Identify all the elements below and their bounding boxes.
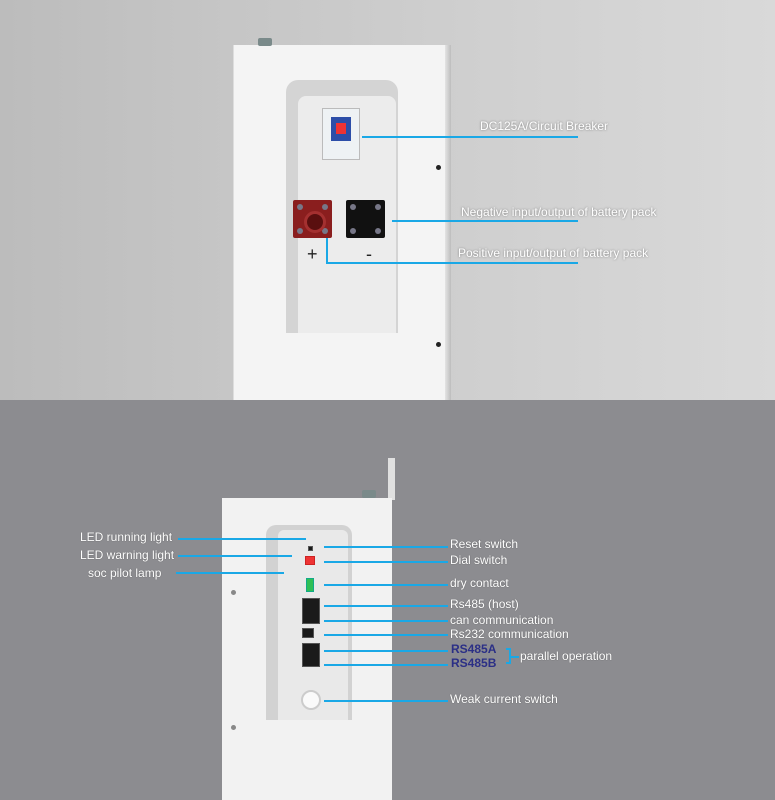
reset-callout-line <box>324 546 448 548</box>
can-callout-line <box>324 620 448 622</box>
top-bolt <box>362 490 376 498</box>
plus-sign: + <box>307 244 318 264</box>
positive-callout-line <box>326 262 578 264</box>
rs485b-callout-line <box>324 664 448 666</box>
minus-sign: - <box>366 244 372 264</box>
rs485-can-port <box>302 598 320 624</box>
dry-contact-connector <box>306 578 314 592</box>
dial-switch <box>305 556 315 565</box>
top-bolt <box>258 38 272 46</box>
dial-callout-line <box>324 561 448 563</box>
breaker-label: DC125A/Circuit Breaker <box>480 119 609 133</box>
battery-cabinet-side <box>445 45 451 400</box>
rs485a-callout-line <box>324 650 448 652</box>
rs485-host-callout-line <box>324 605 448 607</box>
rs485-host-label: Rs485 (host) <box>450 597 519 611</box>
led-warning-label: LED warning light <box>80 548 175 562</box>
weak-switch-callout-line <box>324 700 448 702</box>
positive-label: Positive input/output of battery pack <box>458 246 649 260</box>
can-label: can communication <box>450 613 554 627</box>
rs485ab-port <box>302 643 320 667</box>
screw <box>436 342 441 347</box>
positive-callout-line-v <box>326 238 328 264</box>
breaker-callout-line <box>362 136 578 138</box>
weak-switch-label: Weak current switch <box>450 692 558 706</box>
rs232-label: Rs232 communication <box>450 627 569 641</box>
parallel-bracket-tick <box>511 656 519 658</box>
mounting-bracket <box>388 458 395 500</box>
negative-label: Negative input/output of battery pack <box>461 205 657 219</box>
rs232-callout-line <box>324 634 448 636</box>
positive-terminal <box>293 200 332 238</box>
parallel-bracket <box>506 648 511 664</box>
led-running-label: LED running light <box>80 530 173 544</box>
rs485a-label: RS485A <box>451 642 497 656</box>
rs485b-label: RS485B <box>451 656 497 670</box>
reset-switch <box>308 546 313 551</box>
dry-contact-label: dry contact <box>450 576 509 590</box>
dial-label: Dial switch <box>450 553 508 567</box>
parallel-operation-label: parallel operation <box>520 649 613 663</box>
negative-terminal <box>346 200 385 238</box>
weak-current-switch <box>301 690 321 710</box>
screw <box>231 590 236 595</box>
screw <box>436 165 441 170</box>
soc-lamp-label: soc pilot lamp <box>88 566 162 580</box>
rs232-port <box>302 628 314 638</box>
screw <box>231 725 236 730</box>
led-warning-callout-line <box>178 555 292 557</box>
soc-lamp-callout-line <box>176 572 284 574</box>
negative-callout-line <box>392 220 578 222</box>
circuit-breaker <box>322 108 360 160</box>
led-running-callout-line <box>178 538 306 540</box>
reset-label: Reset switch <box>450 537 519 551</box>
dry-contact-callout-line <box>324 584 448 586</box>
